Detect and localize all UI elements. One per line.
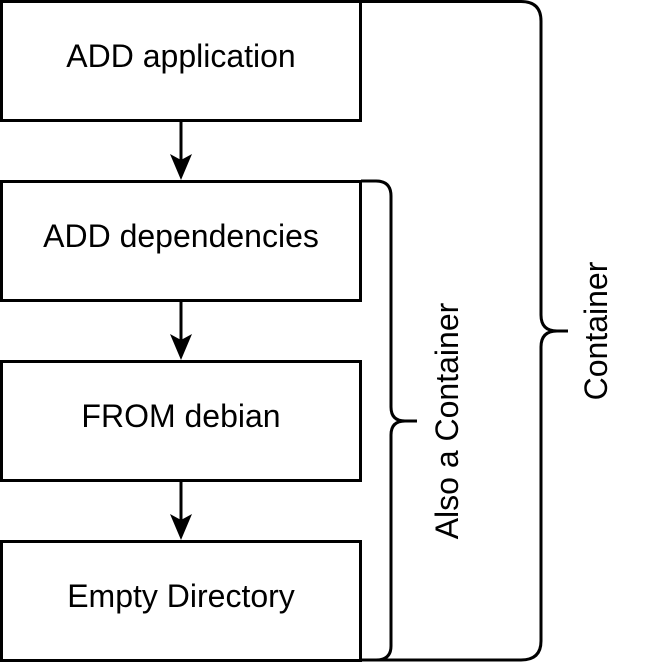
outer-brace-label: Container	[578, 261, 614, 400]
box-empty-directory-label: Empty Directory	[67, 578, 295, 614]
box-add-dependencies: ADD dependencies	[0, 180, 362, 302]
arrow-dependencies-to-debian	[170, 301, 192, 360]
arrow-debian-to-empty-directory	[170, 481, 192, 540]
box-add-dependencies-label: ADD dependencies	[43, 218, 319, 254]
box-add-application: ADD application	[0, 0, 362, 122]
inner-brace-label: Also a Container	[429, 302, 465, 539]
box-empty-directory: Empty Directory	[0, 540, 362, 662]
box-add-application-label: ADD application	[66, 38, 295, 74]
box-from-debian: FROM debian	[0, 360, 362, 482]
box-from-debian-label: FROM debian	[81, 398, 280, 434]
arrow-application-to-dependencies	[170, 121, 192, 180]
outer-curly-brace	[361, 0, 568, 662]
inner-curly-brace	[361, 179, 417, 662]
